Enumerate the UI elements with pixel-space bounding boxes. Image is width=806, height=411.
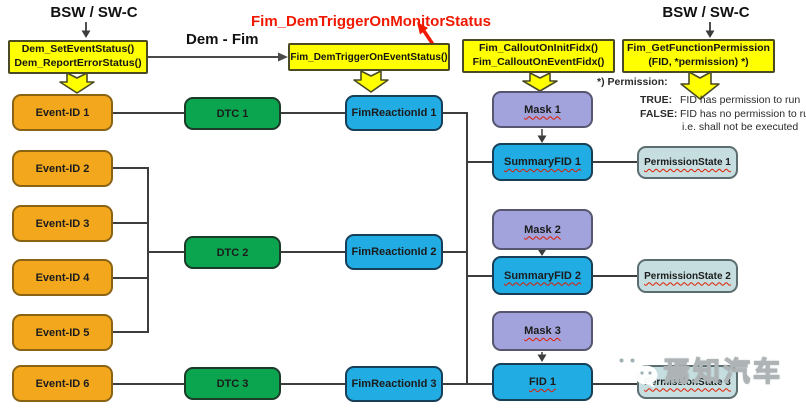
node-label: FimReactionId 3: [351, 378, 437, 390]
dem-fim-label: Dem - Fim: [186, 31, 259, 48]
api-line: Fim_GetFunctionPermission: [627, 42, 770, 55]
bsw-down-arrow-right: [705, 22, 715, 38]
node-label: Mask 1: [524, 103, 561, 116]
bsw-down-arrow-left: [81, 22, 91, 38]
permission-true-key: TRUE:: [640, 94, 673, 106]
node-event-id-1: Event-ID 1: [12, 94, 113, 131]
api-line: Dem_SetEventStatus(): [21, 43, 135, 56]
node-permission-state-2: PermissionState 2: [637, 259, 738, 293]
monitor-status-label: Fim_DemTriggerOnMonitorStatus: [251, 13, 492, 30]
node-fim-reaction-id-3: FimReactionId 3: [345, 366, 443, 402]
api-box-fim-get-permission: Fim_GetFunctionPermission (FID, *permiss…: [622, 39, 775, 73]
watermark: 焉知汽车: [608, 348, 783, 390]
permission-true-text: FID has permission to run: [680, 94, 801, 106]
api-line: Fim_CalloutOnInitFidx(): [479, 42, 598, 55]
mask-arrows: [537, 129, 547, 362]
node-label: Event-ID 2: [35, 162, 90, 175]
node-label: PermissionState 2: [644, 270, 731, 282]
node-label: Event-ID 4: [35, 271, 90, 284]
permission-note-true: TRUE: FID has permission to run: [640, 94, 800, 106]
node-label: PermissionState 3: [644, 376, 731, 388]
node-label: Event-ID 6: [35, 377, 90, 390]
node-fid-1: FID 1: [492, 363, 593, 401]
dem-to-fim-arrow: [148, 52, 288, 62]
node-event-id-4: Event-ID 4: [12, 259, 113, 296]
node-label: DTC 1: [216, 107, 249, 120]
node-mask-1: Mask 1: [492, 91, 593, 128]
node-label: Mask 2: [524, 223, 561, 236]
node-dtc-2: DTC 2: [184, 236, 281, 269]
node-label: Event-ID 5: [35, 326, 90, 339]
node-event-id-6: Event-ID 6: [12, 365, 113, 402]
api-line: Dem_ReportErrorStatus(): [14, 57, 142, 69]
watermark-text: 焉知汽车: [662, 356, 783, 387]
node-label: PermissionState 1: [644, 157, 731, 168]
node-summary-fid-2: SummaryFID 2: [492, 256, 593, 295]
node-event-id-3: Event-ID 3: [12, 205, 113, 242]
node-label: FimReactionId 1: [351, 107, 437, 119]
node-label: Event-ID 3: [35, 217, 90, 230]
node-mask-2: Mask 2: [492, 209, 593, 250]
node-label: DTC 3: [216, 377, 249, 390]
node-label: Event-ID 1: [35, 106, 90, 119]
node-label: SummaryFID 1: [503, 156, 582, 168]
node-event-id-5: Event-ID 5: [12, 314, 113, 351]
api-box-fim-callout: Fim_CalloutOnInitFidx() Fim_CalloutOnEve…: [462, 39, 615, 73]
permission-false-text: FID has no permission to run,: [680, 108, 806, 120]
node-label: DTC 2: [216, 246, 249, 259]
node-dtc-1: DTC 1: [184, 97, 281, 130]
node-permission-state-1: PermissionState 1: [637, 146, 738, 179]
node-event-id-2: Event-ID 2: [12, 150, 113, 187]
permission-note-false-cont: i.e. shall not be executed: [682, 121, 799, 133]
bsw-swc-header-left: BSW / SW-C: [50, 4, 138, 21]
node-summary-fid-1: SummaryFID 1: [492, 143, 593, 181]
node-label: Mask 3: [524, 325, 561, 337]
api-line: Fim_DemTriggerOnEventStatus(): [290, 51, 448, 63]
fat-yellow-arrows: [59, 70, 720, 100]
node-fim-reaction-id-2: FimReactionId 2: [345, 234, 443, 270]
permission-note-label: *) Permission:: [597, 76, 668, 88]
api-line: Fim_CalloutOnEventFidx(): [472, 56, 605, 68]
node-fim-reaction-id-1: FimReactionId 1: [345, 95, 443, 131]
node-label: FimReactionId 2: [351, 246, 437, 258]
api-line: (FID, *permission) *): [648, 56, 749, 68]
wechat-watermark-icon: [611, 350, 658, 388]
node-label: FID 1: [529, 376, 556, 388]
bsw-swc-header-right: BSW / SW-C: [662, 4, 750, 21]
api-box-fim-trigger: Fim_DemTriggerOnEventStatus(): [288, 43, 450, 71]
permission-false-key: FALSE:: [640, 108, 678, 120]
connectors: [113, 112, 637, 385]
api-box-dem: Dem_SetEventStatus() Dem_ReportErrorStat…: [8, 40, 148, 74]
permission-note-false: FALSE:FID has no permission to run,: [640, 108, 806, 120]
node-mask-3: Mask 3: [492, 311, 593, 351]
node-label: SummaryFID 2: [503, 269, 582, 282]
node-dtc-3: DTC 3: [184, 367, 281, 400]
